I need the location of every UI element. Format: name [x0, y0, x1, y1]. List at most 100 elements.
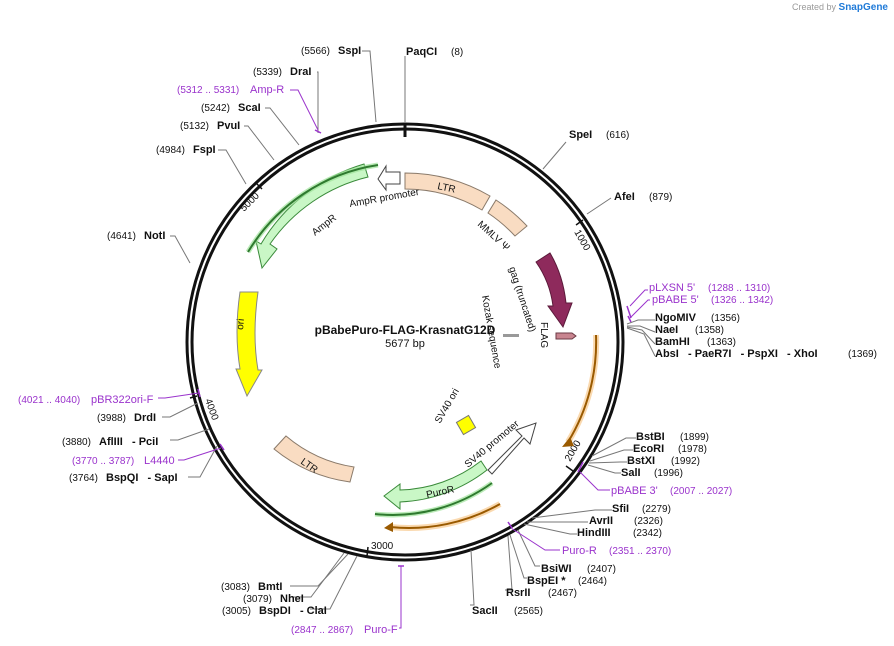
feature-sv40-ori[interactable] — [455, 414, 477, 436]
feature-sv40-ori-label: SV40 ori — [433, 387, 462, 426]
site-pvui-pos: (5132) — [180, 121, 209, 132]
snapgene-brand: SnapGene — [838, 2, 888, 13]
feature-ori-label: ori — [235, 318, 247, 330]
site-bsiwi[interactable]: BsiWI — [541, 563, 572, 575]
tick-label-3000: 3000 — [371, 541, 394, 552]
site-bspdi-group[interactable]: BspDI - ClaI — [259, 605, 327, 617]
site-bspei-pos: (2464) — [578, 576, 607, 587]
primer-pbabe3[interactable]: pBABE 3' — [611, 485, 658, 497]
feature-sv40-promoter[interactable] — [487, 422, 537, 475]
site-bspqi-group[interactable]: BspQI - SapI — [106, 472, 178, 484]
site-sali-pos: (1996) — [654, 468, 683, 479]
insert-arrow — [567, 334, 598, 443]
site-bamhi[interactable]: BamHI — [655, 336, 690, 348]
site-hindiii-pos: (2342) — [633, 528, 662, 539]
site-bstxi-pos: (1992) — [671, 456, 700, 467]
feature-gag-label: gag (truncated) — [506, 266, 537, 334]
primer-pbr322ori-f[interactable]: pBR322ori-F — [91, 394, 154, 406]
puror-arrow — [374, 482, 493, 516]
primer-amp-r[interactable]: Amp-R — [250, 84, 284, 96]
primer-plxsn5[interactable]: pLXSN 5' — [649, 282, 695, 294]
site-noti-pos: (4641) — [107, 231, 136, 242]
primer-labels: pLXSN 5' (1288 .. 1310) pBABE 5' (1326 .… — [18, 84, 773, 636]
site-scai-pos: (5242) — [201, 103, 230, 114]
site-paqci[interactable]: PaqCI — [406, 46, 437, 58]
site-bstxi[interactable]: BstXI — [627, 455, 655, 467]
site-bamhi-pos: (1363) — [707, 337, 736, 348]
site-bmti[interactable]: BmtI — [258, 581, 282, 593]
site-ecori[interactable]: EcoRI — [633, 443, 664, 455]
primer-l4440[interactable]: L4440 — [144, 455, 175, 467]
plasmid-name: pBabePuro-FLAG-KrasnatG12D — [315, 323, 496, 337]
site-leader-lines — [162, 50, 656, 610]
site-bspqi-pos: (3764) — [69, 473, 98, 484]
site-afliii-group[interactable]: AflIII - PciI — [99, 436, 158, 448]
site-rsrii[interactable]: RsrII — [506, 587, 530, 599]
primer-l4440-pos: (3770 .. 3787) — [72, 456, 134, 467]
feature-mmlv-psi[interactable] — [487, 199, 528, 237]
site-sali[interactable]: SalI — [621, 467, 641, 479]
site-paqci-pos: (8) — [451, 47, 463, 58]
site-absi-group-pos: (1369) — [848, 349, 877, 360]
site-bspei[interactable]: BspEI * — [527, 575, 566, 587]
insert-highlight — [565, 334, 600, 444]
site-afei-pos: (879) — [649, 192, 672, 203]
site-fspi-pos: (4984) — [156, 145, 185, 156]
primer-puro-r-pos: (2351 .. 2370) — [609, 546, 671, 557]
site-drdi[interactable]: DrdI — [134, 412, 156, 424]
site-sspi[interactable]: SspI — [338, 45, 361, 57]
puro-primer-arrowhead — [384, 522, 393, 532]
site-bstbi[interactable]: BstBI — [636, 431, 665, 443]
snapgene-credit: Created by SnapGene — [792, 2, 888, 13]
site-afliii-pos: (3880) — [62, 437, 91, 448]
feature-flag[interactable] — [555, 332, 577, 340]
feature-ltr-top-label: LTR — [436, 181, 456, 196]
tick-4000 — [189, 395, 198, 399]
tick-5000 — [256, 183, 263, 190]
plasmid-size: 5677 bp — [385, 338, 425, 350]
primer-pbabe5-pos: (1326 .. 1342) — [711, 295, 773, 306]
feature-gag-truncated[interactable] — [535, 252, 573, 329]
feature-kozak[interactable] — [503, 334, 519, 337]
tick-label-1000: 1000 — [571, 228, 592, 253]
tick-2000 — [565, 465, 574, 472]
site-sfii[interactable]: SfiI — [612, 503, 629, 515]
site-avrii[interactable]: AvrII — [589, 515, 613, 527]
ampr-arrow — [247, 164, 379, 253]
primer-amp-r-pos: (5312 .. 5331) — [177, 85, 239, 96]
feature-puror[interactable] — [383, 460, 488, 511]
feature-ampr-promoter[interactable] — [377, 164, 401, 192]
site-ngomiv[interactable]: NgoMIV — [655, 312, 697, 324]
site-bmti-pos: (3083) — [221, 582, 250, 593]
feature-ori[interactable] — [235, 291, 263, 398]
primer-leaders — [158, 89, 650, 629]
puro-primer-arrow — [389, 503, 501, 529]
site-hindiii[interactable]: HindIII — [577, 527, 611, 539]
primer-puro-f[interactable]: Puro-F — [364, 624, 398, 636]
site-ecori-pos: (1978) — [678, 444, 707, 455]
primer-pbabe5[interactable]: pBABE 5' — [652, 294, 699, 306]
tick-1000 — [575, 219, 584, 226]
site-spei[interactable]: SpeI — [569, 129, 592, 141]
site-rsrii-pos: (2467) — [548, 588, 577, 599]
site-sacii-pos: (2565) — [514, 606, 543, 617]
site-drai[interactable]: DraI — [290, 66, 311, 78]
site-noti[interactable]: NotI — [144, 230, 165, 242]
feature-ampr-promoter-label: AmpR promoter — [349, 187, 421, 210]
site-sacii[interactable]: SacII — [472, 605, 498, 617]
site-naei[interactable]: NaeI — [655, 324, 678, 336]
feature-ltr-top[interactable] — [404, 172, 491, 211]
primer-puro-r[interactable]: Puro-R — [562, 545, 597, 557]
site-avrii-pos: (2326) — [634, 516, 663, 527]
site-scai[interactable]: ScaI — [238, 102, 261, 114]
site-pvui[interactable]: PvuI — [217, 120, 240, 132]
site-fspi[interactable]: FspI — [193, 144, 216, 156]
site-absi-group[interactable]: AbsI - PaeR7I - PspXI - XhoI — [655, 348, 818, 360]
feature-ltr-bottom[interactable] — [273, 435, 355, 483]
feature-ampr-label: AmpR — [310, 213, 339, 239]
site-bstbi-pos: (1899) — [680, 432, 709, 443]
site-naei-pos: (1358) — [695, 325, 724, 336]
site-nhei[interactable]: NheI — [280, 593, 304, 605]
site-afei[interactable]: AfeI — [614, 191, 635, 203]
